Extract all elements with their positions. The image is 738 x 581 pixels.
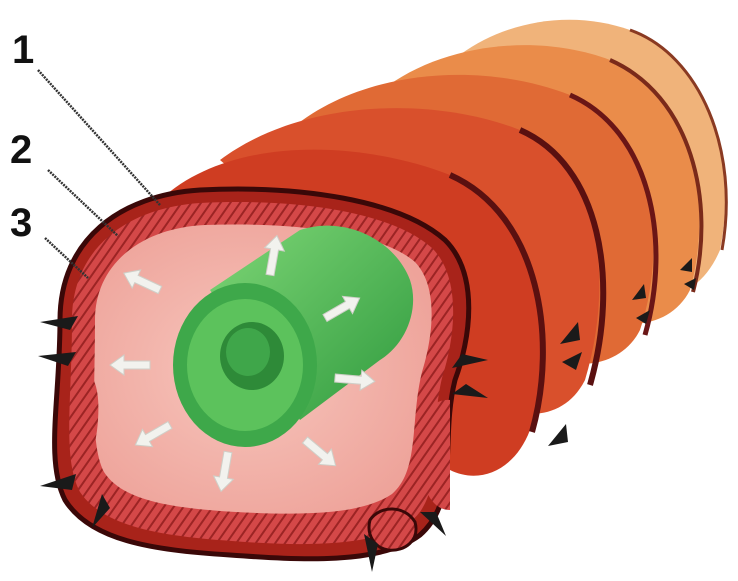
label-1: 1: [12, 30, 34, 70]
label-2: 2: [10, 130, 32, 170]
leader-line-1: [38, 70, 160, 205]
bristle-icon: [548, 424, 568, 446]
label-3: 3: [10, 203, 32, 243]
intestine-lumen-highlight: [226, 328, 270, 376]
leader-line-2: [48, 170, 118, 236]
